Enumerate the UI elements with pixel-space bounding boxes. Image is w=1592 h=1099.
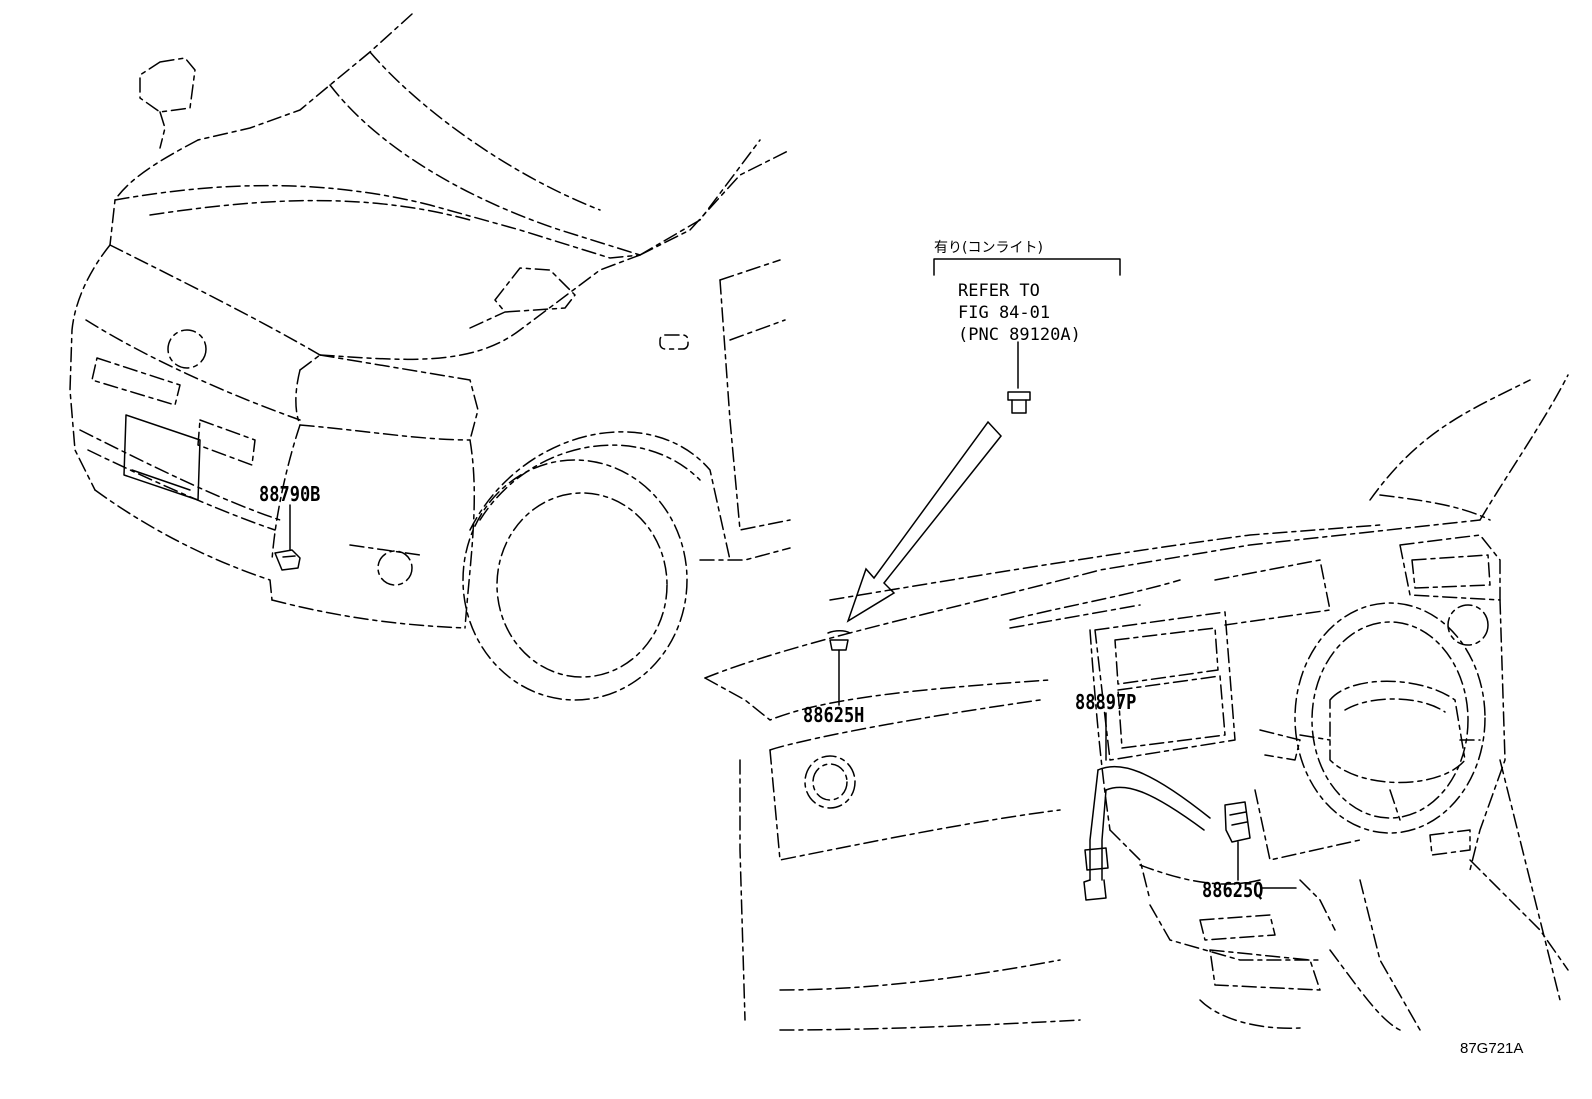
part-88625q-sensor (1224, 801, 1297, 889)
refer-to-note: REFER TO FIG 84-01 (PNC 89120A) (958, 280, 1081, 346)
part-label-88625q[interactable]: 88625Q (1202, 878, 1264, 902)
part-label-88625h[interactable]: 88625H (803, 703, 865, 727)
note-line: REFER TO (958, 281, 1040, 301)
note-bracket (933, 258, 1121, 389)
note-line: (PNC 89120A) (958, 325, 1081, 345)
dashboard-illustration (704, 374, 1569, 1031)
vehicle-front-illustration (69, 13, 791, 701)
part-label-88897p[interactable]: 88897P (1075, 690, 1137, 714)
note-line: FIG 84-01 (958, 303, 1051, 323)
location-arrow (846, 420, 1002, 623)
part-88790b-sensor (274, 504, 301, 571)
note-header-label: 有り(コンライト) (934, 240, 1043, 256)
light-sensor-part-89120a (1007, 391, 1031, 414)
figure-id-label: 87G721A (1460, 1040, 1524, 1057)
part-88897p-hose (1083, 712, 1211, 901)
part-label-88790b[interactable]: 88790B (259, 482, 321, 506)
part-88625h-sensor (827, 630, 851, 706)
